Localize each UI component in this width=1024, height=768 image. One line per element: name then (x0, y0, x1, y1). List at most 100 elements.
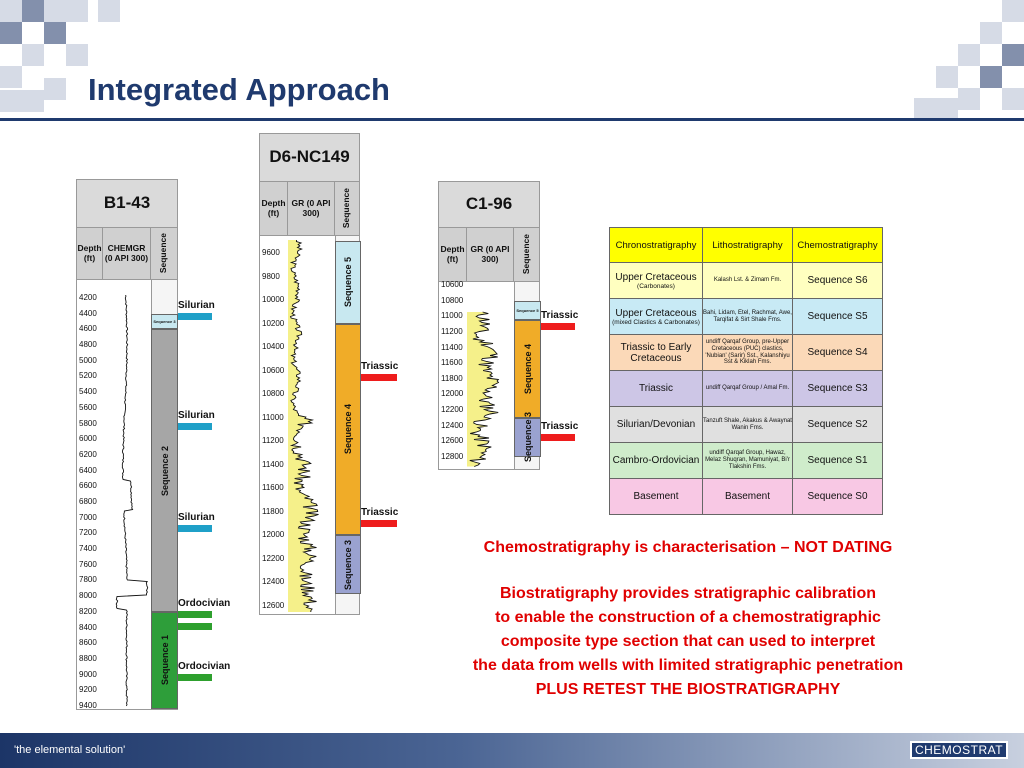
sequence-band-c1: Sequence 3 (514, 412, 541, 462)
checker-square (22, 0, 44, 22)
marker-bar (178, 610, 212, 618)
depth-tick: 8200 (79, 606, 97, 616)
depth-tick: 7400 (79, 544, 97, 554)
chemo-cell: Sequence S4 (792, 334, 883, 371)
table-row: Upper Cretaceous(mixed Clastics & Carbon… (609, 298, 883, 335)
page-title: Integrated Approach (88, 72, 390, 107)
marker-label: Ordocivian (178, 660, 231, 672)
depth-tick: 8800 (79, 653, 97, 663)
checker-square (66, 0, 88, 22)
depth-tick: 11400 (262, 459, 284, 469)
table-header-row: Chronostratigraphy Lithostratigraphy Che… (609, 227, 883, 263)
depth-tick: 12600 (262, 601, 285, 610)
gamma-ray-fill (288, 240, 319, 612)
sequence-band-c1: Sequence 5 (514, 300, 541, 321)
depth-tick: 11000 (262, 412, 284, 422)
marker-label: Ordocivian (178, 597, 231, 609)
marker-label: Triassic (361, 361, 399, 373)
stratigraphy-table: Chronostratigraphy Lithostratigraphy Che… (609, 227, 883, 515)
gamma-ray-line (469, 311, 500, 467)
gamma-ray-line (289, 239, 319, 613)
marker-label: Triassic (541, 421, 579, 433)
gamma-ray-fill (467, 312, 499, 467)
text-line-6: PLUS RETEST THE BIOSTRATIGRAPHY (535, 681, 841, 698)
depth-tick: 4800 (79, 340, 97, 350)
sequence-header-c1: Sequence (513, 227, 540, 282)
sequence-label: Sequence 3 (343, 539, 353, 590)
depth-tick: 11200 (441, 326, 463, 336)
checker-square (0, 0, 22, 22)
depth-tick: 8600 (79, 638, 97, 648)
well-name-c1: C1-96 (438, 181, 540, 228)
chrono-cell: Triassic to Early Cretaceous (609, 334, 703, 371)
depth-tick: 10600 (441, 280, 464, 289)
checker-square (22, 90, 44, 112)
checker-square (936, 66, 958, 88)
depth-tick: 4200 (79, 293, 97, 302)
chemo-cell: Sequence S6 (792, 262, 883, 299)
sequence-header-c1-label: Sequence (520, 234, 531, 275)
text-line-1: Chemostratigraphy is characterisation – … (483, 539, 893, 556)
table-body: Upper Cretaceous(Carbonates) Kalash Lst. … (609, 262, 883, 515)
chrono-cell: Silurian/Devonian (609, 406, 703, 443)
depth-tick: 5000 (79, 355, 97, 365)
litho-cell: Tanzuft Shale, Akakus & Awaynat Wanin Fm… (702, 406, 793, 443)
checker-square (44, 0, 66, 22)
chrono-label: Upper Cretaceous (615, 271, 697, 283)
text-line-4: composite type section that can used to … (500, 633, 876, 650)
chrono-cell: Basement (609, 478, 703, 515)
table-row: Upper Cretaceous(Carbonates) Kalash Lst. … (609, 262, 883, 299)
checker-square (66, 44, 88, 66)
depth-tick: 10000 (262, 295, 285, 305)
depth-tick: 5600 (79, 402, 97, 412)
table-header-litho: Lithostratigraphy (702, 227, 793, 263)
marker-label: Triassic (541, 310, 579, 322)
depth-tick: 5400 (79, 387, 97, 397)
marker-bar (541, 323, 575, 331)
marker-bar (178, 673, 212, 681)
text-line-3: to enable the construction of a chemostr… (495, 609, 881, 626)
checker-square (1002, 0, 1024, 22)
litho-cell: undiff Qarqaf Group, Hawaz, Melaz Shuqra… (702, 442, 793, 479)
depth-column-d6 (260, 236, 289, 614)
depth-tick: 11600 (262, 483, 284, 493)
checker-square (98, 0, 120, 22)
log-header-c1: GR (0 API 300) (466, 227, 514, 282)
depth-tick: 9400 (79, 701, 97, 710)
chemo-cell: Sequence S0 (792, 478, 883, 515)
marker-bar (361, 520, 397, 528)
litho-cell: Kalash Lst. & Zimam Fm. (702, 262, 793, 299)
depth-tick: 11600 (441, 358, 463, 368)
well-log-d6-nc149: D6-NC149 Depth (ft) GR (0 API 300) Seque… (259, 133, 361, 615)
litho-cell: undiff Qarqaf Group / Amal Fm. (702, 370, 793, 407)
sequence-label: Sequence 4 (343, 404, 353, 455)
checker-square (44, 78, 66, 100)
litho-cell: Bahi, Lidam, Etel, Rachmat, Awe, Tarqifa… (702, 298, 793, 335)
well-log-b1-43: B1-43 Depth (ft) CHEMGR (0 API 300) Sequ… (76, 179, 178, 710)
sequence-label: Sequence 1 (159, 635, 170, 686)
depth-tick: 6000 (79, 434, 97, 444)
depth-tick: 12800 (441, 452, 464, 461)
well-name-b1: B1-43 (76, 179, 178, 228)
depth-tick: 9800 (262, 271, 280, 281)
depth-tick: 11000 (441, 311, 463, 321)
chrono-sublabel: (Carbonates) (637, 282, 675, 290)
marker-bar (178, 622, 212, 630)
sequence-label: Sequence 5 (516, 307, 539, 313)
depth-tick: 12400 (262, 577, 285, 587)
sequence-band-c1: Sequence 4 (514, 320, 541, 418)
marker-bar (541, 434, 575, 442)
checker-square (0, 90, 22, 112)
sequence-header-d6: Sequence (334, 181, 360, 236)
depth-header-c1: Depth (ft) (438, 227, 467, 282)
table-header-chemo: Chemostratigraphy (792, 227, 883, 263)
checker-square (980, 66, 1002, 88)
depth-tick: 7200 (79, 528, 97, 538)
chemo-cell: Sequence S5 (792, 298, 883, 335)
depth-tick: 12200 (441, 405, 464, 415)
chrono-label: Basement (633, 491, 679, 502)
